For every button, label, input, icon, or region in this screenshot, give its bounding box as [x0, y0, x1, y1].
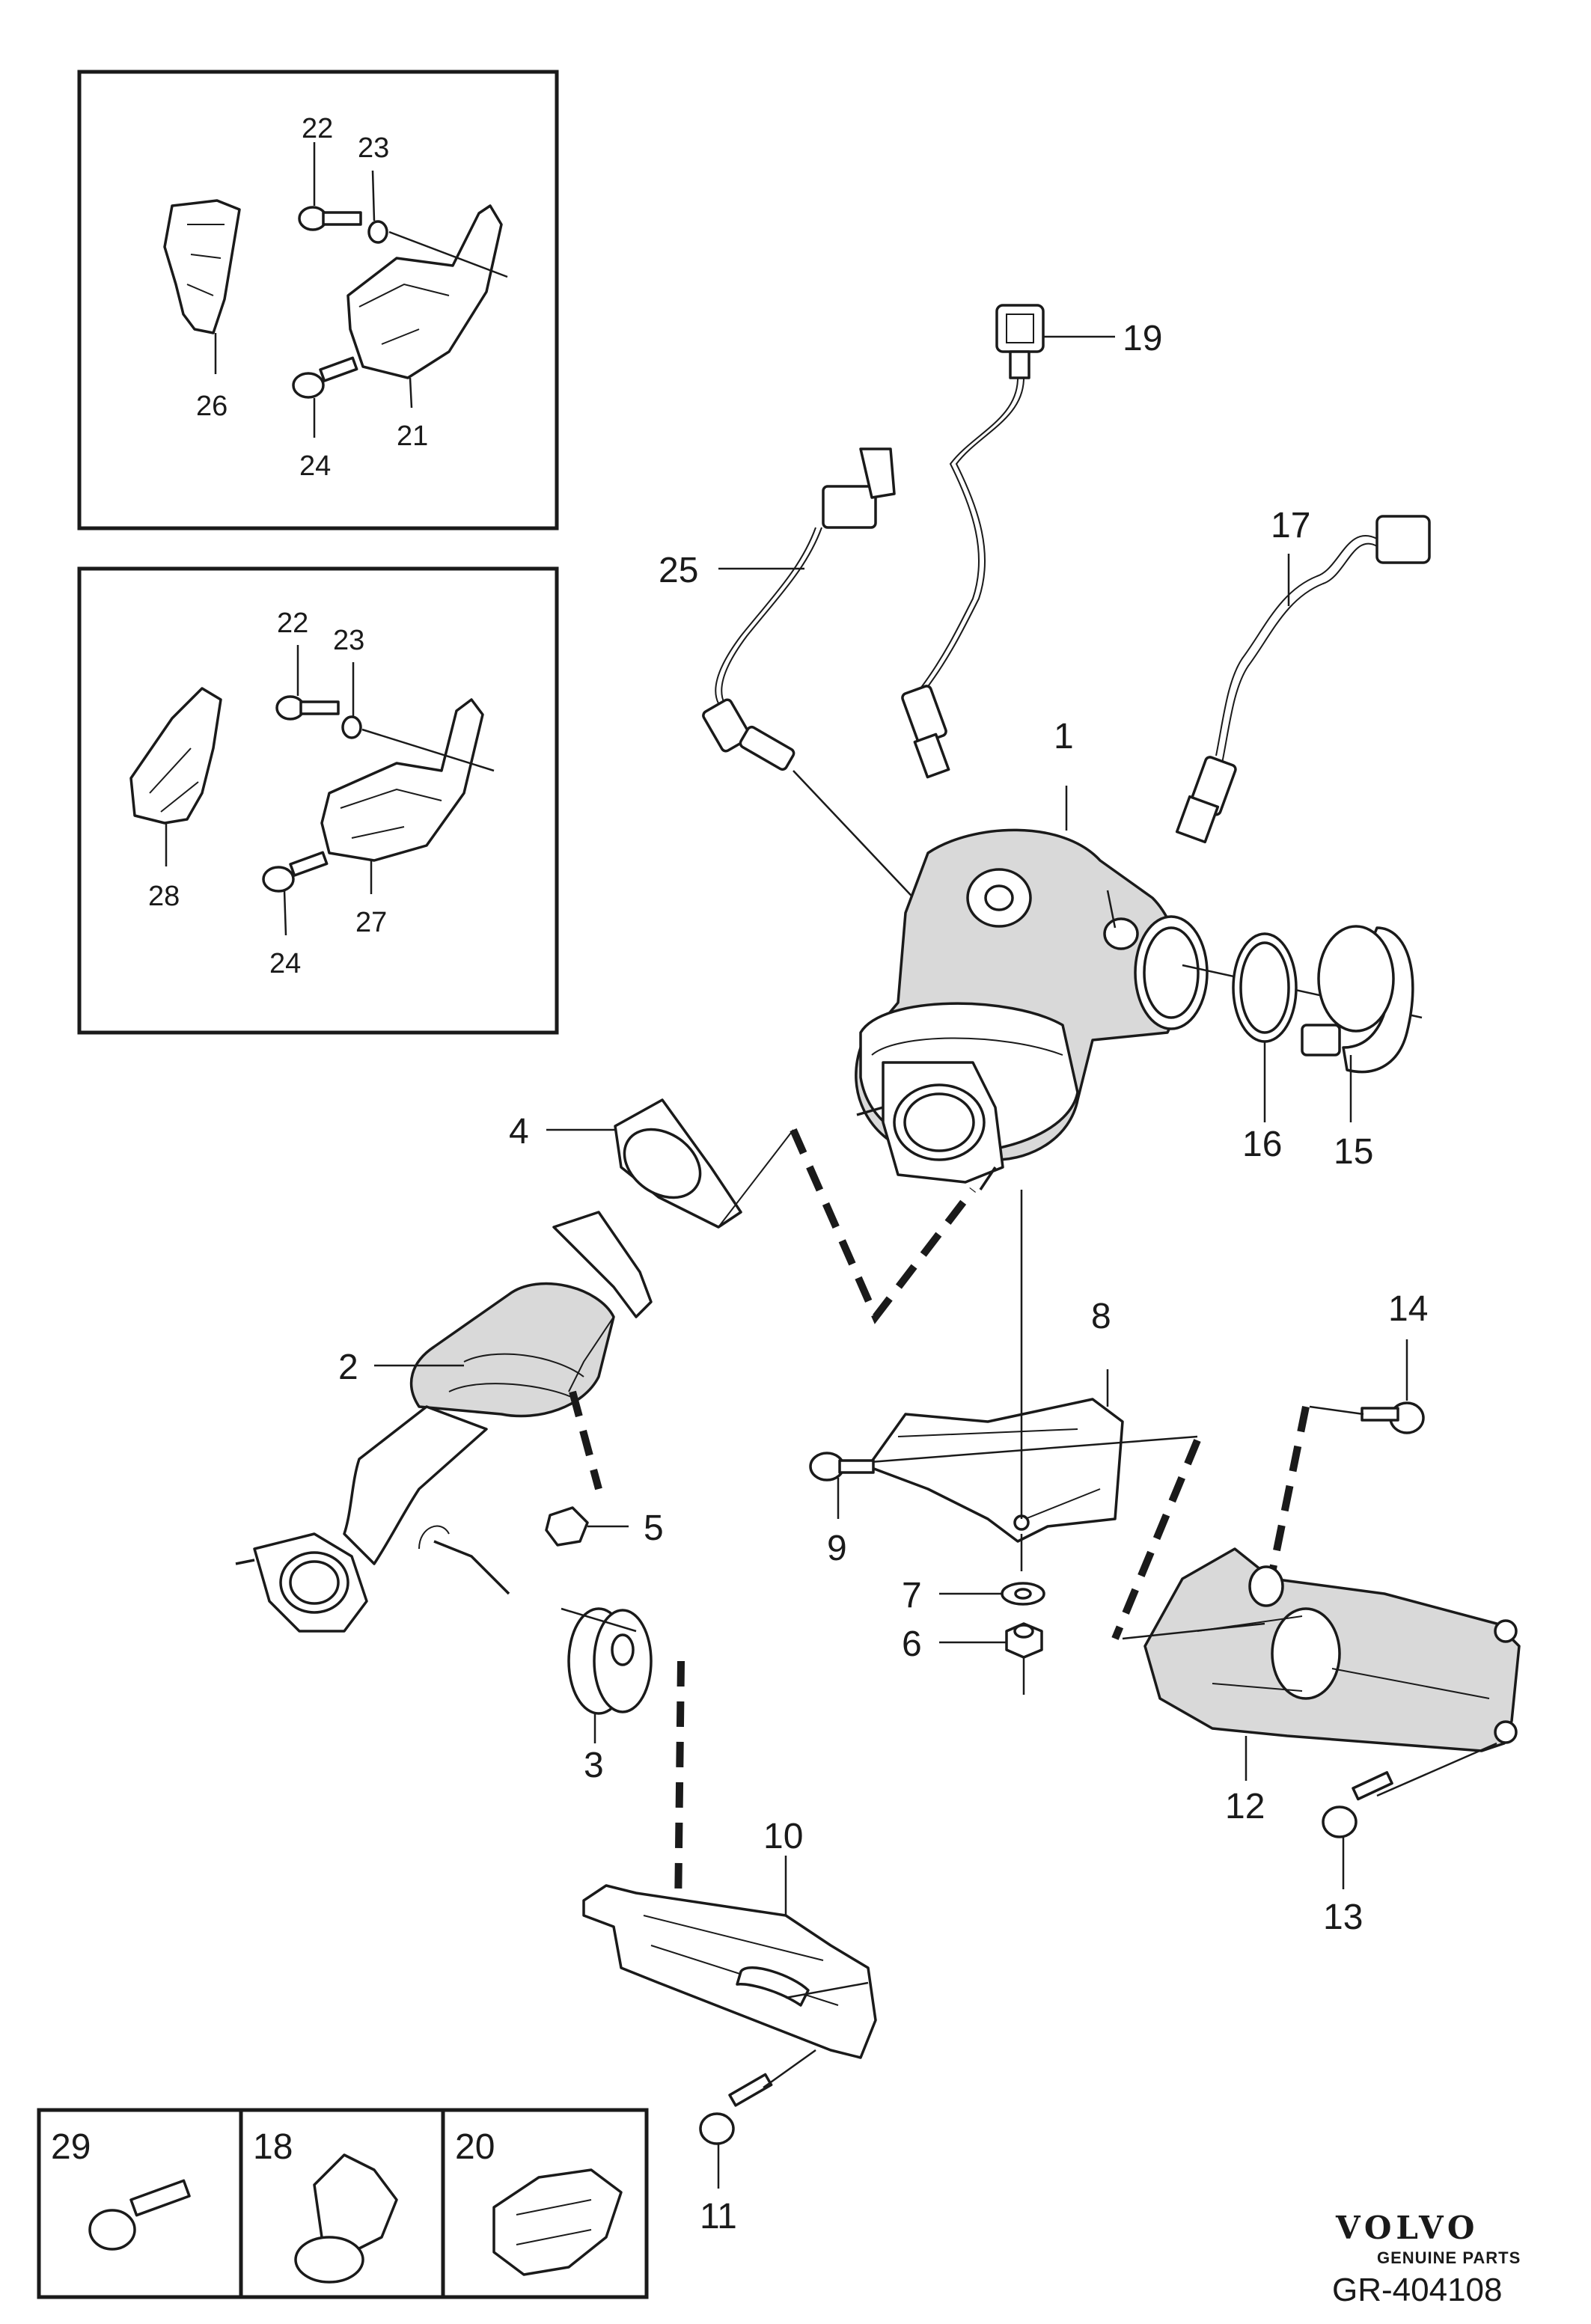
washer-7: 7	[902, 1576, 1045, 1615]
bolt-22-icon	[275, 695, 340, 721]
inset-box-middle: 22 23 28 27 24	[77, 566, 559, 1035]
inset-mid-label-27: 27	[355, 907, 387, 938]
assembly-line-gasket	[790, 1128, 976, 1324]
washer-23-icon	[367, 220, 388, 244]
callout-1: 1	[1054, 717, 1074, 756]
box-label-18: 18	[253, 2127, 293, 2167]
brand-tagline: GENUINE PARTS	[1377, 2248, 1521, 2267]
clip-18-icon	[294, 2153, 398, 2284]
callout-4: 4	[509, 1112, 529, 1152]
callout-25: 25	[659, 551, 698, 590]
callout-5: 5	[644, 1508, 664, 1548]
callout-6: 6	[902, 1624, 922, 1664]
inset-mid-label-24: 24	[269, 948, 301, 979]
bolt-13: 13	[1322, 1771, 1393, 1937]
bolt-24-icon	[262, 851, 329, 893]
inset-mid-label-28: 28	[148, 881, 180, 912]
callout-14: 14	[1388, 1289, 1428, 1329]
callout-15: 15	[1334, 1132, 1373, 1172]
callout-8: 8	[1091, 1297, 1111, 1336]
flange-bolt-29-icon	[88, 2179, 191, 2251]
assembly-line-nut	[569, 1390, 602, 1490]
callout-9: 9	[827, 1529, 847, 1568]
nut-6: 6	[902, 1622, 1043, 1695]
inset-top-label-22: 22	[302, 113, 333, 144]
bolt-11: 11	[699, 2049, 816, 2236]
box-label-20: 20	[455, 2127, 495, 2167]
assembly-line-bracket	[1111, 1439, 1201, 1640]
gasket-16: 16	[1232, 932, 1298, 1164]
bolt-9: 9	[809, 1452, 875, 1568]
inset-top-label-23: 23	[358, 132, 389, 164]
inset-top-label-26: 26	[196, 391, 227, 422]
callout-12: 12	[1225, 1787, 1265, 1826]
callout-17: 17	[1271, 506, 1310, 545]
nut-5: 5	[545, 1506, 664, 1548]
washer-23-icon	[341, 715, 362, 739]
volvo-genuine-parts-logo: VOLVO GENUINE PARTS	[1335, 2210, 1521, 2267]
front-pipe-2: 2	[235, 1211, 653, 1633]
rubber-hanger-3: 3	[561, 1607, 653, 1785]
callout-2: 2	[338, 1348, 358, 1387]
clamp-clip-20-icon	[492, 2168, 623, 2276]
box-label-29: 29	[51, 2127, 91, 2167]
heat-shield-10: 10	[582, 1817, 877, 2059]
callout-7: 7	[902, 1576, 922, 1615]
callout-11: 11	[700, 2197, 737, 2236]
bottom-parts-boxes: 29 18 20	[37, 2108, 649, 2299]
callout-10: 10	[763, 1817, 803, 1856]
clamp-15: 15	[1301, 925, 1414, 1172]
bolt-22-icon	[298, 206, 362, 231]
bolt-14: 14	[1309, 1289, 1428, 1434]
support-bracket-12: 12	[1122, 1547, 1521, 1826]
oxygen-sensor-25: 25	[659, 447, 921, 906]
inset-box-top: 22 23 26 21 24	[77, 70, 559, 530]
brand-name: VOLVO	[1335, 2210, 1479, 2246]
bolt-24-icon	[292, 356, 358, 399]
diagram-reference: GR-404108	[1332, 2272, 1502, 2308]
callout-16: 16	[1242, 1125, 1282, 1164]
callout-13: 13	[1323, 1898, 1363, 1937]
inset-top-label-24: 24	[299, 450, 331, 482]
gasket-4: 4	[509, 1098, 742, 1229]
catalytic-converter-1: 1	[855, 717, 1423, 1190]
bracket-8: 8	[860, 1190, 1198, 1571]
inset-top-label-21: 21	[397, 421, 428, 452]
inset-mid-label-23: 23	[333, 625, 364, 656]
oxygen-sensor-17: 17	[1175, 506, 1431, 844]
inset-mid-label-22: 22	[277, 608, 308, 639]
oxygen-sensor-19: 19	[901, 304, 1162, 779]
callout-3: 3	[584, 1746, 604, 1785]
callout-19: 19	[1123, 319, 1162, 358]
